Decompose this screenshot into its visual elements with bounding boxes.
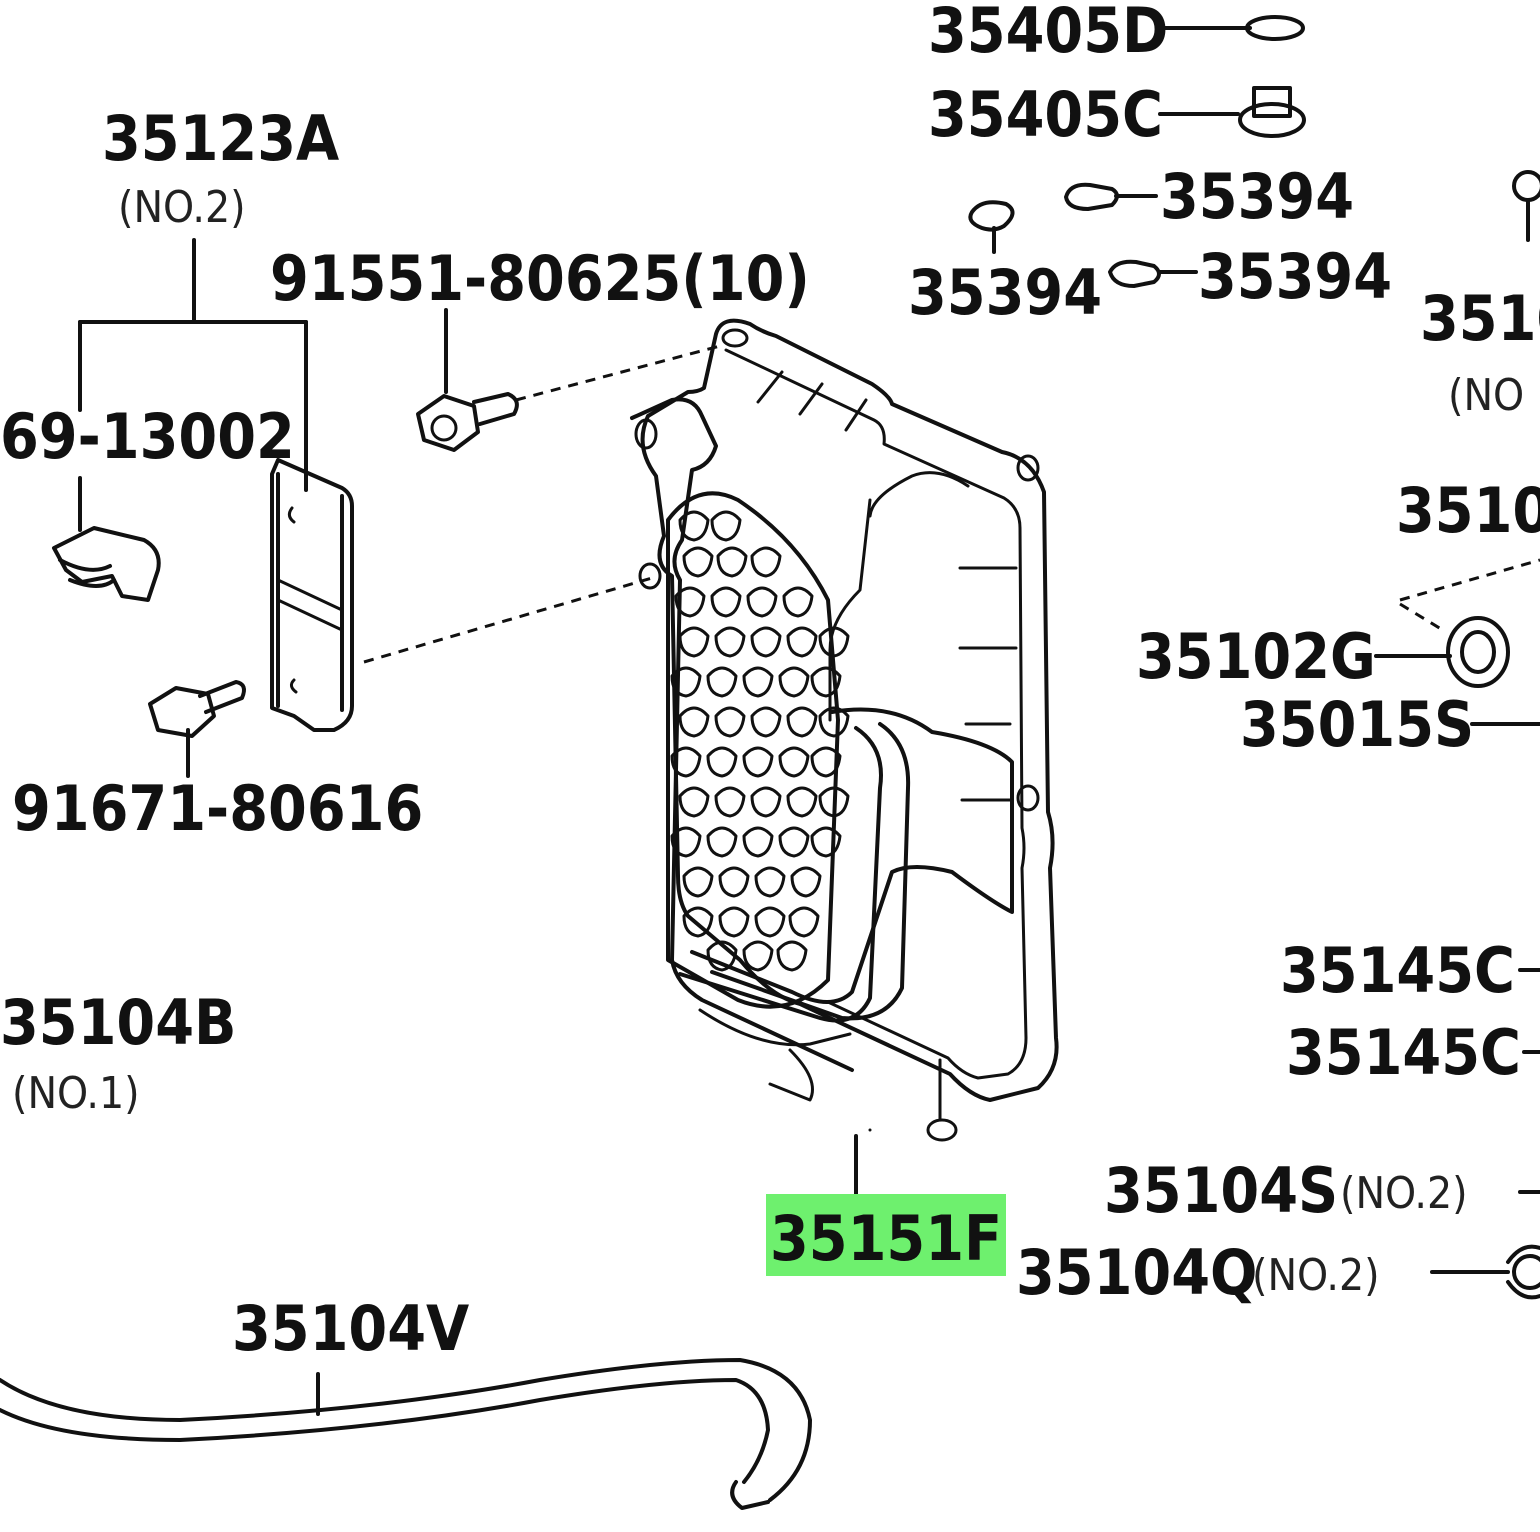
plug-35405C <box>1238 86 1306 138</box>
label-35145C-a[interactable]: 35145C <box>1280 934 1515 1007</box>
label-91551[interactable]: 91551-80625(10) <box>270 242 810 315</box>
bracket-35123A <box>270 458 354 732</box>
label-35015S[interactable]: 35015S <box>1240 688 1474 761</box>
mesh-cell <box>742 940 774 972</box>
label-35104B[interactable]: 35104B <box>0 986 237 1059</box>
mesh-cell <box>746 586 778 618</box>
label-35104Q-sub: (NO.2) <box>1252 1250 1380 1301</box>
mesh-cell <box>754 906 786 938</box>
dashed-right-2 <box>1399 602 1447 634</box>
leader-35123A <box>78 238 308 492</box>
label-91671[interactable]: 91671-80616 <box>12 772 423 845</box>
mesh-cell <box>714 626 746 658</box>
label-35145C-b[interactable]: 35145C <box>1286 1016 1521 1089</box>
mesh-cell <box>682 906 714 938</box>
dashed-right <box>1399 558 1540 602</box>
mesh-cell <box>718 866 750 898</box>
mesh-cell <box>754 866 786 898</box>
mesh-cell <box>818 706 850 738</box>
label-35104S[interactable]: 35104S <box>1104 1154 1338 1227</box>
mesh-cell <box>706 826 738 858</box>
mesh-cell <box>710 586 742 618</box>
label-35394-c[interactable]: 35394 <box>1198 240 1392 313</box>
label-3510-right-2[interactable]: 3510 <box>1396 474 1540 547</box>
oil-pan-35151F <box>630 318 1059 1142</box>
mesh-cell <box>810 826 842 858</box>
mesh-cell <box>714 786 746 818</box>
magnet-35394-top <box>1064 182 1119 211</box>
mesh-cell <box>786 786 818 818</box>
label-35123A-sub: (NO.2) <box>118 182 246 233</box>
mesh-cell <box>706 666 738 698</box>
magnet-35394-left <box>968 200 1015 254</box>
label-35104Q[interactable]: 35104Q <box>1016 1236 1257 1309</box>
label-69-13002[interactable]: 69-13002 <box>0 400 295 473</box>
mesh-cell <box>776 940 808 972</box>
label-35123A[interactable]: 35123A <box>102 102 339 175</box>
mesh-cell <box>782 586 814 618</box>
mesh-cell <box>678 510 710 542</box>
mesh-cell <box>706 940 738 972</box>
mesh-cell <box>678 626 710 658</box>
label-35394-b[interactable]: 35394 <box>908 256 1102 329</box>
label-35102G[interactable]: 35102G <box>1136 620 1376 693</box>
mesh-cell <box>790 866 822 898</box>
label-35104S-sub: (NO.2) <box>1340 1168 1468 1219</box>
mesh-cell <box>750 786 782 818</box>
label-35104B-sub: (NO.1) <box>12 1068 140 1119</box>
magnet-35394-right <box>1108 259 1161 288</box>
mesh-cell <box>778 826 810 858</box>
mesh-cell <box>670 746 702 778</box>
label-3510-right-1[interactable]: 3510 <box>1420 282 1540 355</box>
bolt-35104Q <box>1506 1244 1540 1300</box>
mesh-cell <box>706 746 738 778</box>
mesh-cell <box>742 826 774 858</box>
mesh-cell <box>818 626 850 658</box>
mesh-outline <box>666 491 840 1009</box>
mesh-cell <box>750 546 782 578</box>
filter-mesh-35151F <box>666 491 850 1009</box>
highlight-35151F <box>766 1194 1006 1276</box>
mesh-cell <box>670 826 702 858</box>
mesh-cell <box>674 586 706 618</box>
mesh-cell <box>786 706 818 738</box>
label-35151F[interactable]: 35151F <box>770 1202 1002 1275</box>
label-35405D[interactable]: 35405D <box>928 0 1168 67</box>
mesh-cell <box>716 546 748 578</box>
mesh-cell <box>718 906 750 938</box>
hose-35104V <box>0 1358 812 1510</box>
mesh-cell <box>678 706 710 738</box>
bolt-91671 <box>148 680 246 738</box>
mesh-cell <box>742 746 774 778</box>
label-35104V[interactable]: 35104V <box>232 1292 469 1365</box>
mesh-cell <box>714 706 746 738</box>
mesh-cell <box>678 786 710 818</box>
label-35394-a[interactable]: 35394 <box>1160 160 1354 233</box>
mesh-cell <box>710 510 742 542</box>
dashed-bracket-to-pan <box>363 576 653 664</box>
gasket-35102G <box>1446 616 1510 688</box>
label-35405C[interactable]: 35405C <box>928 78 1163 151</box>
mesh-cell <box>670 666 702 698</box>
mesh-cell <box>742 666 774 698</box>
pin-right-top <box>1512 170 1540 242</box>
bolt-91551 <box>416 392 519 452</box>
mesh-cell <box>788 906 820 938</box>
mesh-cell <box>786 626 818 658</box>
mesh-cell <box>778 666 810 698</box>
mesh-cell <box>682 866 714 898</box>
mesh-cell <box>682 546 714 578</box>
clip-69-13002 <box>52 526 161 602</box>
label-3510-right-1-sub: (NO <box>1448 370 1524 421</box>
o-ring-35405D <box>1245 15 1305 41</box>
mesh-cell <box>778 746 810 778</box>
mesh-cell <box>750 706 782 738</box>
mesh-cell <box>750 626 782 658</box>
